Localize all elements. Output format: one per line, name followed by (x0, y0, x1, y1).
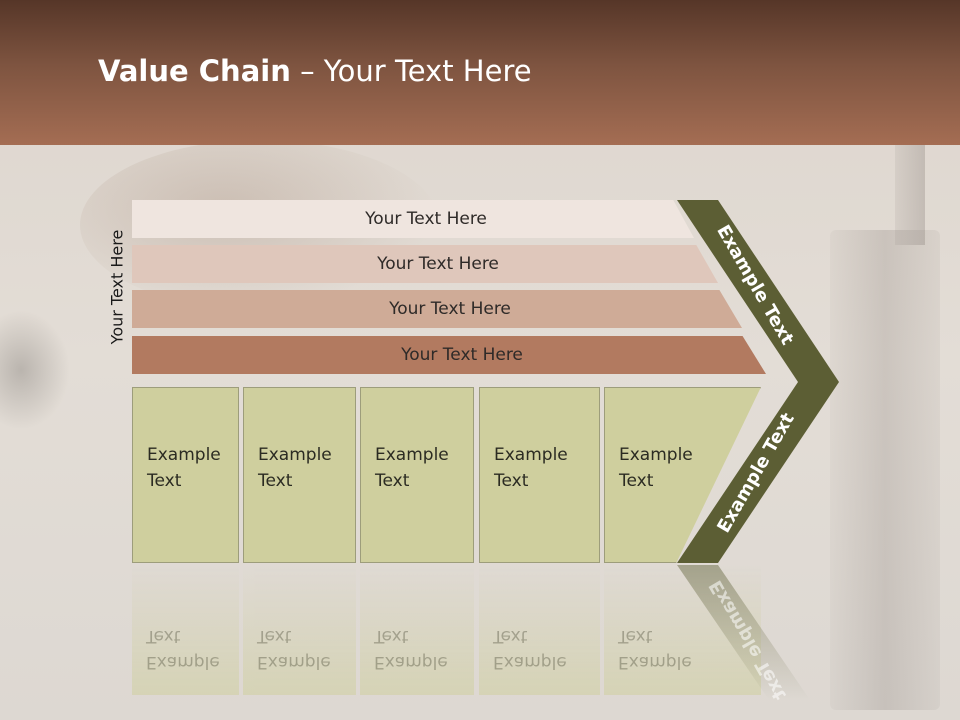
reflection-line-1: Example (618, 652, 692, 672)
box-5-line-1: Example (619, 445, 693, 465)
background-photo-shape (895, 145, 925, 245)
reflection-line-2: Text (146, 626, 181, 646)
reflection-line-1: Example (493, 652, 567, 672)
slide-title-rest: – Your Text Here (290, 54, 532, 88)
box-reflection: Example Text (132, 565, 239, 695)
box-5-line-2: Text (619, 471, 654, 491)
primary-activity-box-4: Example Text (479, 387, 600, 563)
vertical-label-text: Your Text Here (107, 229, 127, 345)
primary-activity-box-1: Example Text (132, 387, 239, 563)
primary-activity-box-5: Example Text (604, 387, 761, 563)
support-activity-band-1: Your Text Here (132, 200, 694, 238)
reflection-line-1: Example (146, 652, 220, 672)
reflection-line-2: Text (374, 626, 409, 646)
box-1-line-1: Example (147, 445, 221, 465)
band-4-text: Your Text Here (401, 345, 523, 365)
reflection-line-2: Text (493, 626, 528, 646)
band-2-text: Your Text Here (377, 254, 499, 274)
box-2-line-2: Text (258, 471, 293, 491)
background-photo-shape (0, 310, 70, 430)
box-4-line-2: Text (494, 471, 529, 491)
chevron-upper-label-text: Example Text (712, 221, 798, 349)
primary-activity-box-3: Example Text (360, 387, 474, 563)
box-reflection: Example Text (360, 565, 474, 695)
box-reflection: Example Text (243, 565, 356, 695)
box-3-line-2: Text (375, 471, 410, 491)
box-reflection: Example Text (479, 565, 600, 695)
title-banner: Value Chain – Your Text Here (0, 0, 960, 145)
support-activity-band-4: Your Text Here (132, 336, 766, 374)
box-4-line-1: Example (494, 445, 568, 465)
box-2-line-1: Example (258, 445, 332, 465)
reflection-line-1: Example (374, 652, 448, 672)
slide-title: Value Chain – Your Text Here (98, 54, 532, 88)
reflection-line-2: Text (257, 626, 292, 646)
box-1-line-2: Text (147, 471, 182, 491)
support-activity-band-2: Your Text Here (132, 245, 718, 283)
reflection-line-1: Example (257, 652, 331, 672)
primary-activity-box-2: Example Text (243, 387, 356, 563)
band-1-text: Your Text Here (365, 209, 487, 229)
support-activity-band-3: Your Text Here (132, 290, 742, 328)
band-3-text: Your Text Here (389, 299, 511, 319)
box-3-line-1: Example (375, 445, 449, 465)
slide-title-bold: Value Chain (98, 54, 291, 88)
background-photo-shape (830, 230, 940, 710)
